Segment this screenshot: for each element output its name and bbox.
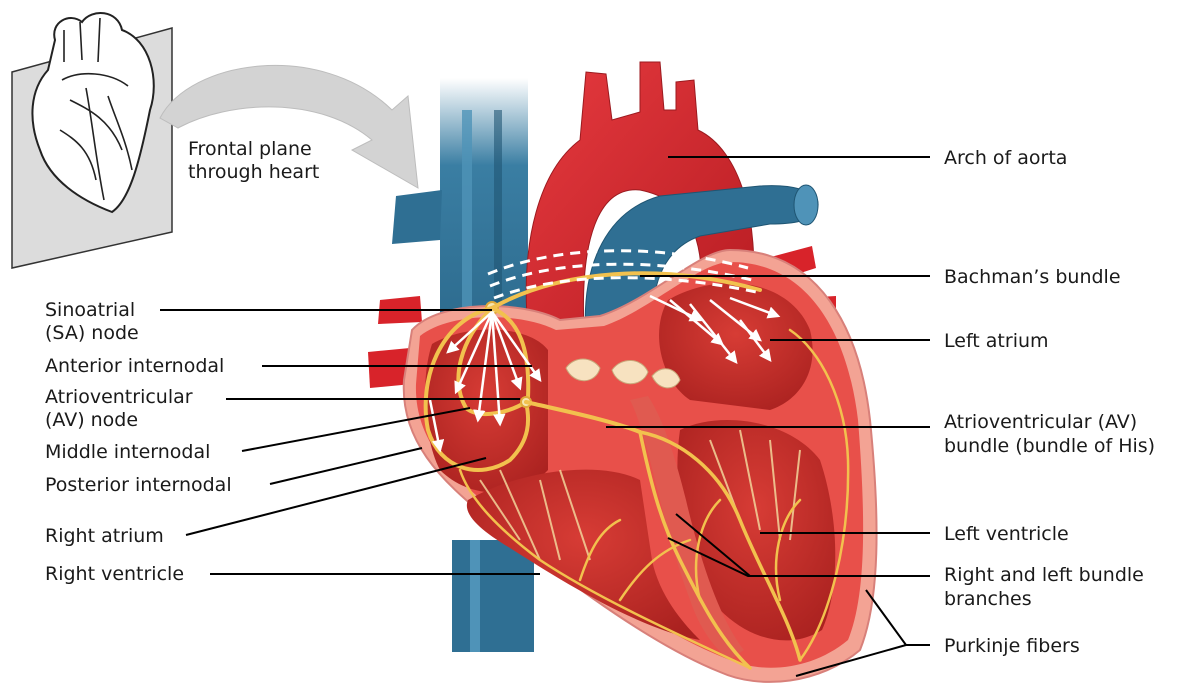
label-av-node-1: Atrioventricular bbox=[45, 386, 193, 408]
label-bachmans-bundle: Bachman’s bundle bbox=[944, 266, 1121, 288]
right-labels: Arch of aorta Bachman’s bundle Left atri… bbox=[944, 147, 1155, 657]
label-anterior-internodal: Anterior internodal bbox=[45, 355, 224, 377]
label-av-bundle-2: bundle (bundle of His) bbox=[944, 435, 1155, 457]
inferior-vena-cava bbox=[452, 540, 534, 652]
label-sa-node-2: (SA) node bbox=[45, 322, 139, 344]
inset-caption-line2: through heart bbox=[188, 161, 319, 183]
label-posterior-internodal: Posterior internodal bbox=[45, 474, 232, 496]
label-purkinje-fibers: Purkinje fibers bbox=[944, 635, 1080, 657]
inset-frontal-plane: Frontal plane through heart bbox=[12, 13, 418, 268]
label-right-ventricle: Right ventricle bbox=[45, 563, 184, 585]
label-sa-node-1: Sinoatrial bbox=[45, 299, 135, 321]
label-bundle-branches-1: Right and left bundle bbox=[944, 564, 1144, 586]
label-left-ventricle: Left ventricle bbox=[944, 523, 1069, 545]
label-middle-internodal: Middle internodal bbox=[45, 441, 210, 463]
label-left-atrium: Left atrium bbox=[944, 330, 1049, 352]
label-av-node-2: (AV) node bbox=[45, 409, 138, 431]
label-bundle-branches-2: branches bbox=[944, 588, 1032, 610]
heart-illustration bbox=[368, 62, 877, 682]
label-right-atrium: Right atrium bbox=[45, 525, 164, 547]
left-labels: Sinoatrial (SA) node Anterior internodal… bbox=[45, 299, 232, 585]
label-arch-of-aorta: Arch of aorta bbox=[944, 147, 1067, 169]
inset-caption-line1: Frontal plane bbox=[188, 138, 312, 160]
label-av-bundle-1: Atrioventricular (AV) bbox=[944, 411, 1137, 433]
